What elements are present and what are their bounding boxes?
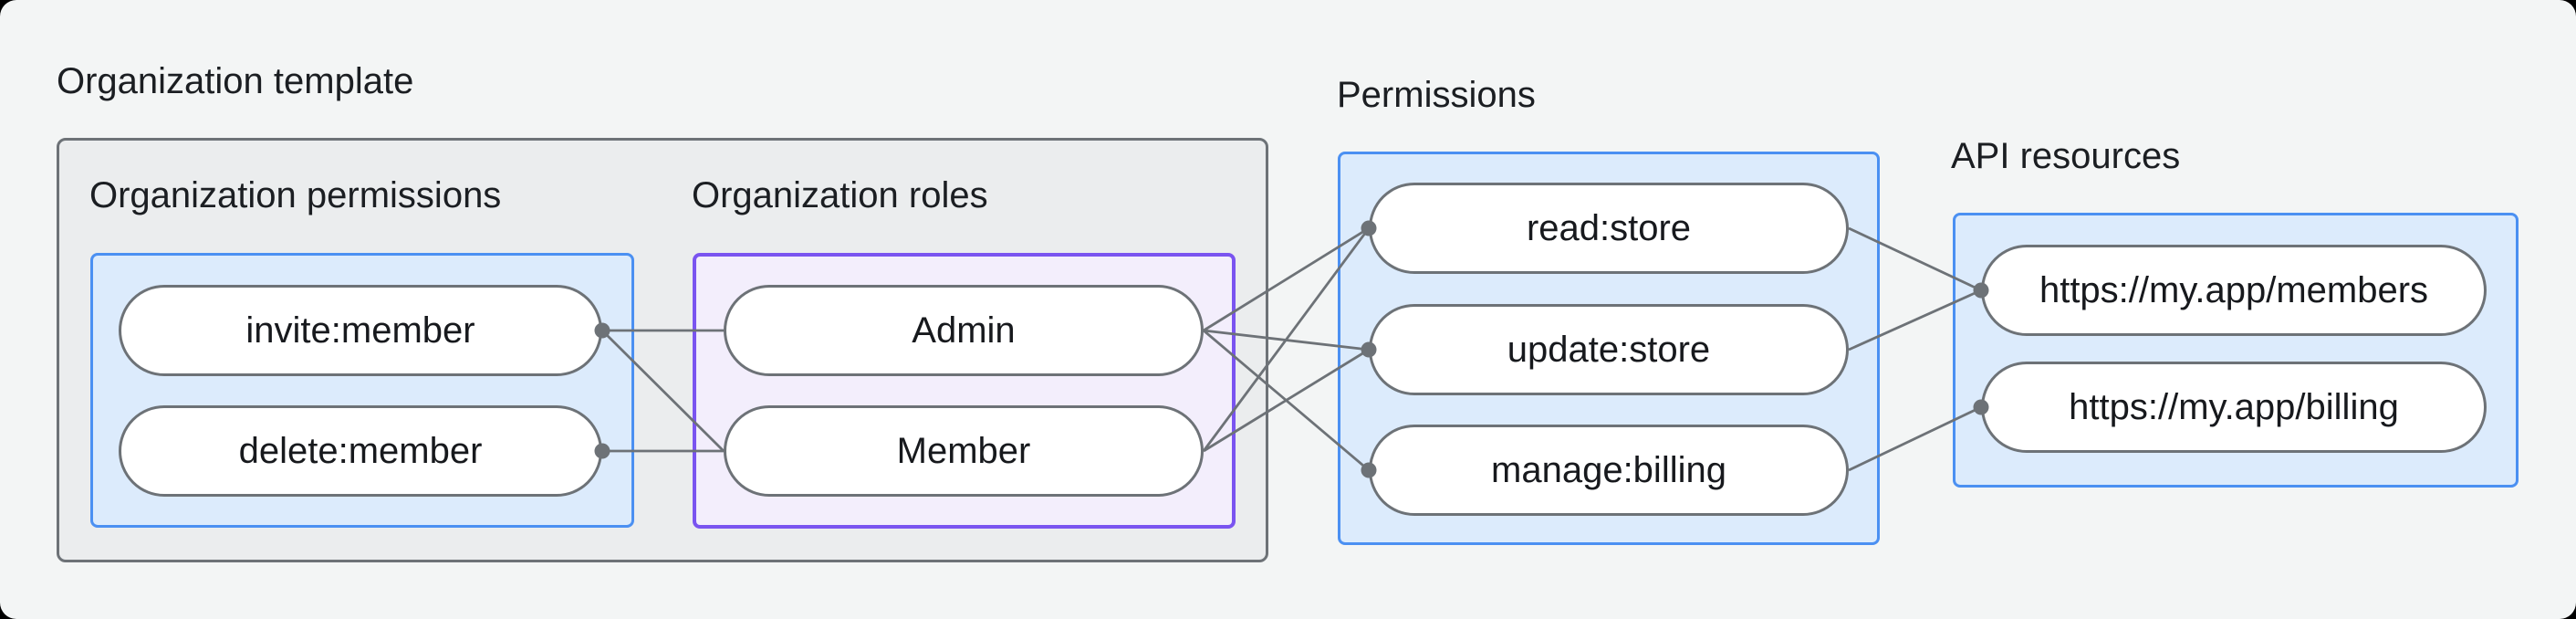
node-delete-member: delete:member <box>119 405 602 497</box>
node-label: read:store <box>1526 207 1692 248</box>
node-api-billing: https://my.app/billing <box>1981 362 2487 453</box>
node-label: https://my.app/billing <box>2069 386 2399 427</box>
node-label: https://my.app/members <box>2039 269 2429 310</box>
org-permissions-title: Organization permissions <box>89 175 502 215</box>
node-label: invite:member <box>245 310 475 351</box>
node-admin: Admin <box>724 285 1204 376</box>
node-label: Admin <box>912 310 1016 351</box>
org-template-title: Organization template <box>57 61 414 101</box>
node-label: delete:member <box>238 430 483 471</box>
node-update-store: update:store <box>1369 304 1849 395</box>
node-api-members: https://my.app/members <box>1981 245 2487 336</box>
permissions-title: Permissions <box>1337 75 1536 115</box>
node-label: Member <box>896 430 1031 471</box>
node-manage-billing: manage:billing <box>1369 425 1849 516</box>
node-invite-member: invite:member <box>119 285 602 376</box>
api-resources-title: API resources <box>1951 136 2181 176</box>
node-label: manage:billing <box>1491 449 1726 490</box>
node-member: Member <box>724 405 1204 497</box>
node-read-store: read:store <box>1369 183 1849 274</box>
node-label: update:store <box>1507 329 1711 370</box>
org-roles-title: Organization roles <box>692 175 988 215</box>
